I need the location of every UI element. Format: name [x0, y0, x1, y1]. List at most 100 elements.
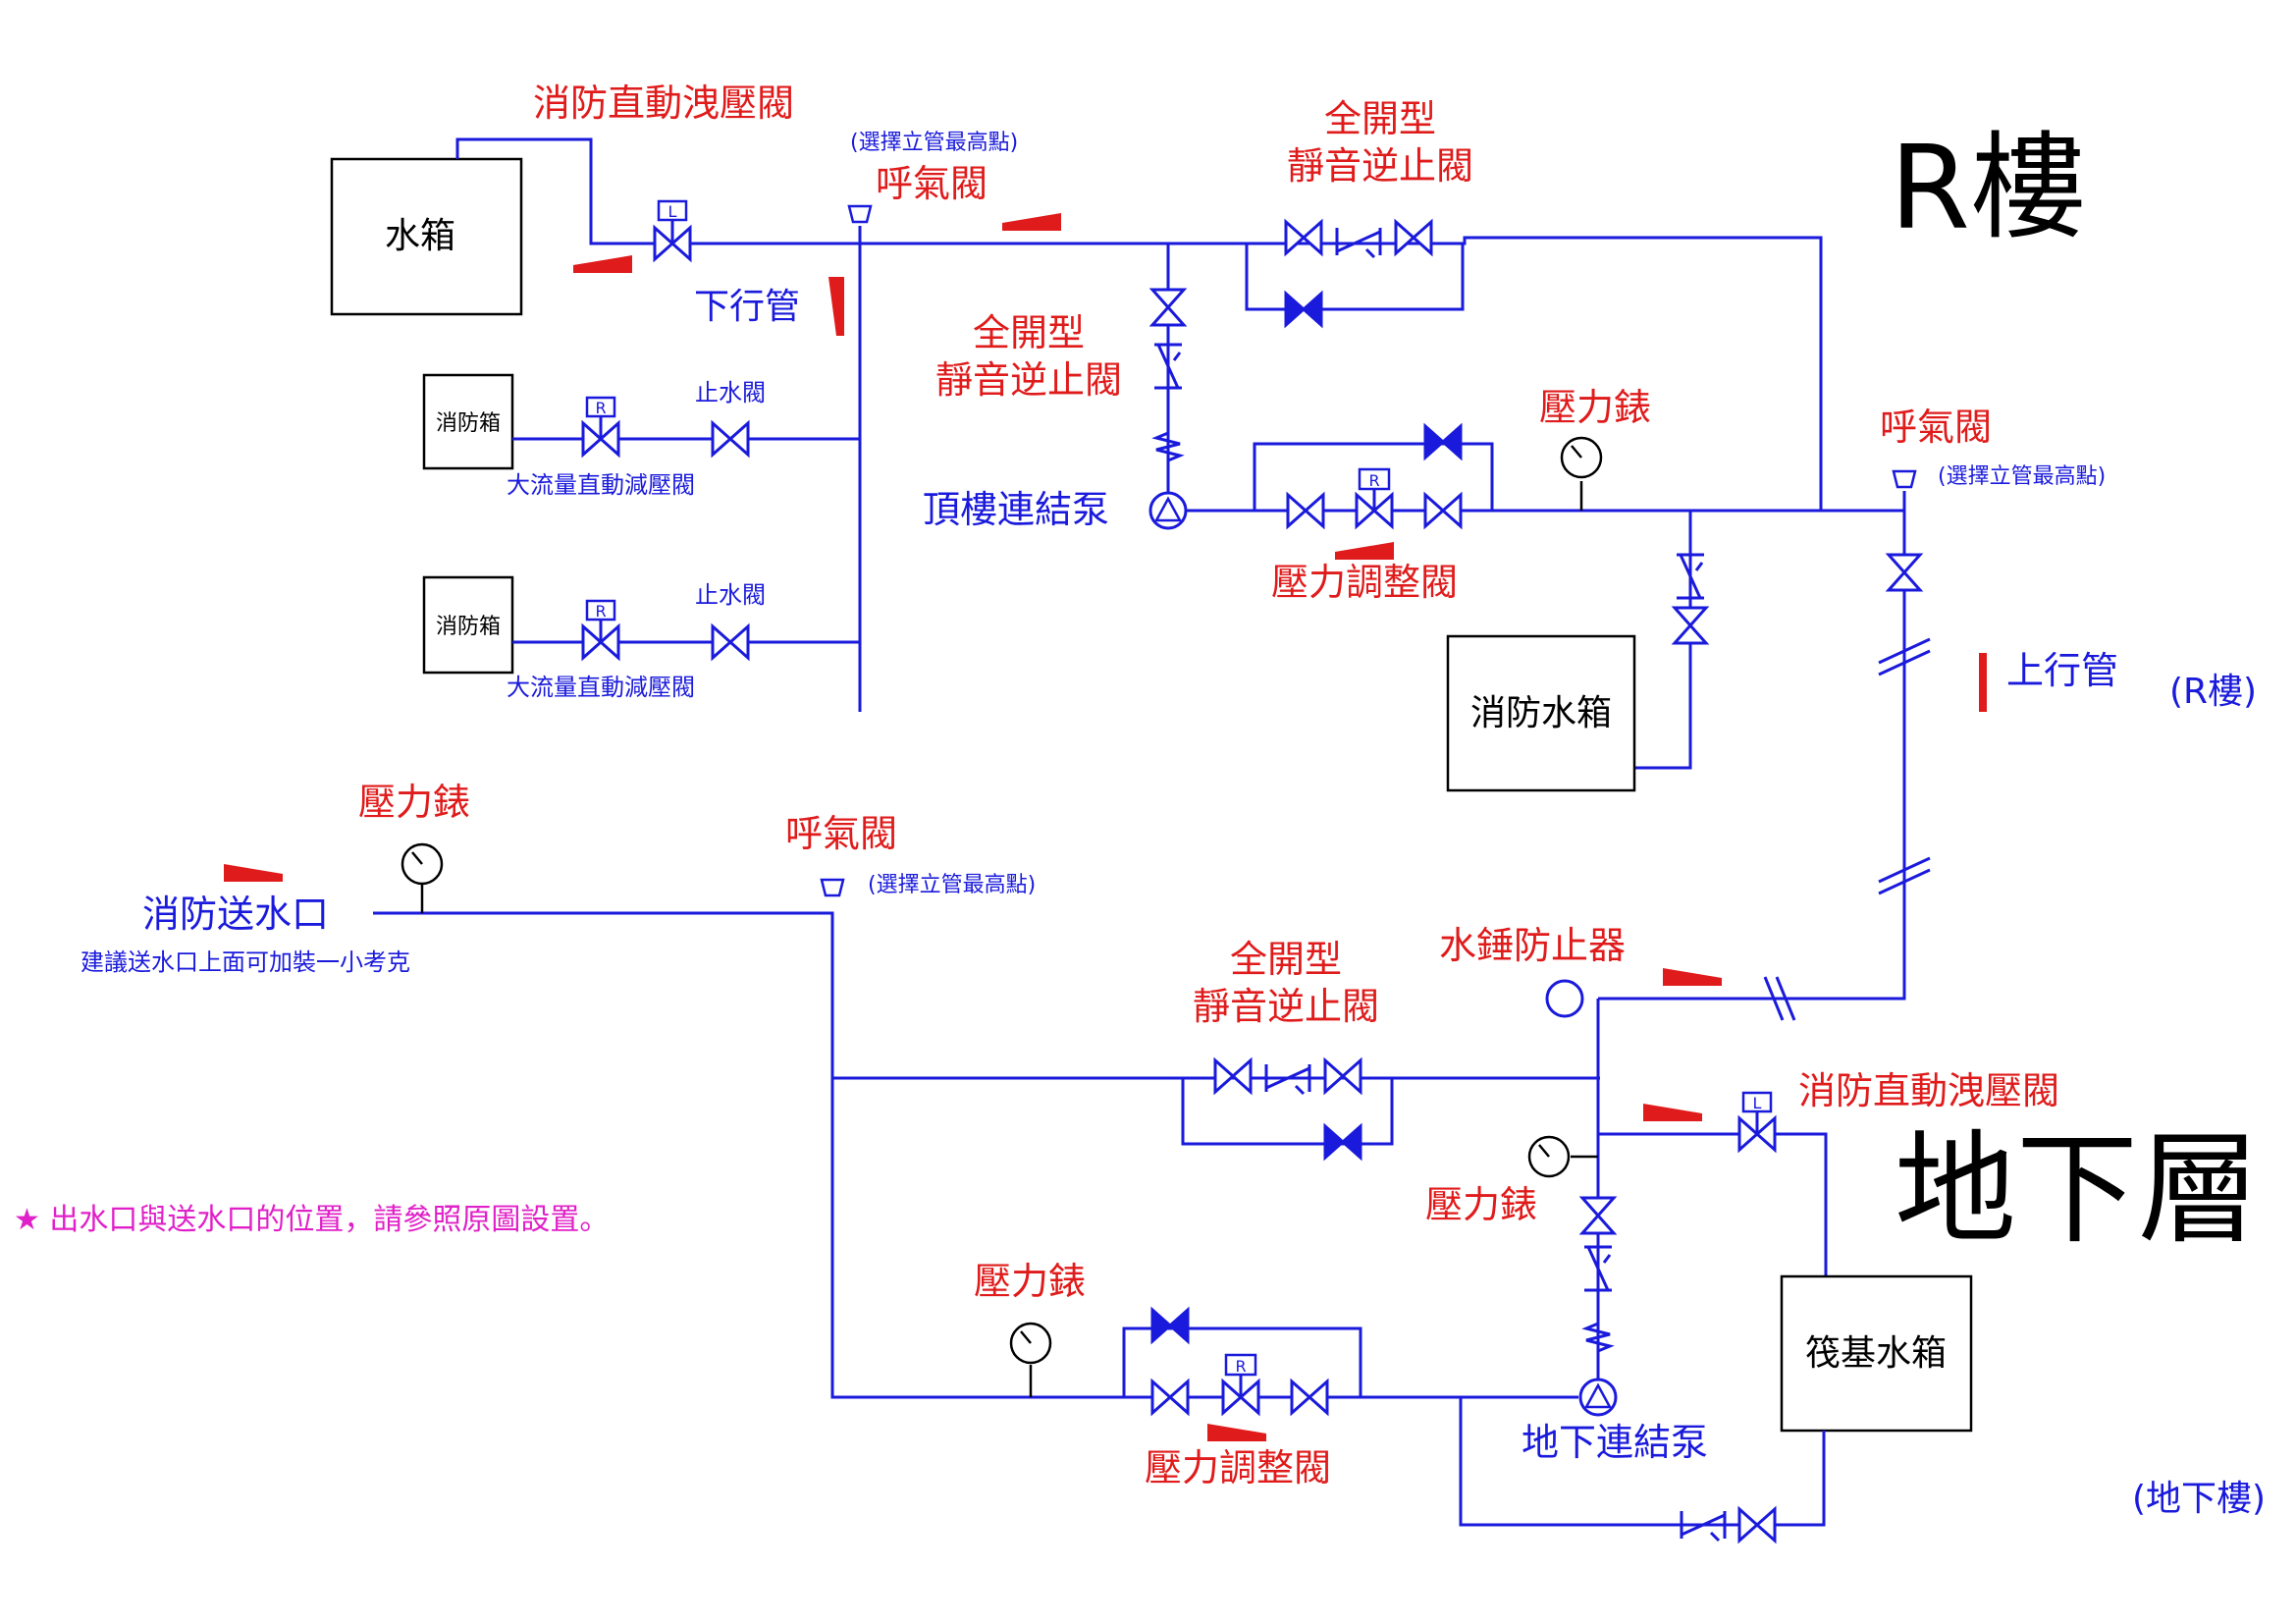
prv-box-1-letter: R — [595, 399, 606, 417]
stop-valve-1[interactable] — [711, 421, 750, 457]
gate-valve-raft[interactable] — [1737, 1507, 1777, 1543]
prv-roof-letter: R — [1368, 471, 1379, 490]
gate-valve-base-pump[interactable] — [1580, 1196, 1616, 1235]
gate-valve-top-a[interactable] — [1284, 220, 1323, 255]
zone-basement-paren: (地下樓) — [2132, 1479, 2266, 1519]
check-valve-base-label-1: 全開型 — [1230, 938, 1342, 981]
check-valve-mid-label-2: 靜音逆止閥 — [935, 358, 1122, 402]
relief-valve-basement-letter: L — [1753, 1094, 1762, 1112]
pressure-gauge-left-label: 壓力錶 — [974, 1260, 1086, 1303]
fire-box-1 — [422, 373, 514, 470]
prv-box-1[interactable]: R — [581, 396, 620, 457]
raft-water-tank — [1780, 1274, 1973, 1433]
air-vent-basement-note: (選擇立管最高點) — [868, 873, 1036, 897]
location-note: ★ 出水口與送水口的位置，請參照原圖設置。 — [14, 1203, 609, 1237]
pressure-reducing-valve-roof[interactable]: R — [1355, 467, 1394, 528]
flow-arrow-top-right — [1002, 213, 1061, 231]
pressure-gauge-basement-left — [1009, 1322, 1052, 1365]
basement-pump[interactable] — [1578, 1378, 1618, 1417]
gate-valve-adjust-base-bypass[interactable] — [1150, 1308, 1190, 1343]
check-valve-mid-label-1: 全開型 — [973, 311, 1085, 354]
downpipe-label: 下行管 — [694, 287, 800, 327]
prv-1-label: 大流量直動減壓閥 — [507, 471, 695, 499]
spring-roof-pump — [1154, 423, 1182, 470]
relief-valve-label: 消防直動洩壓閥 — [533, 81, 794, 125]
pressure-reducing-valve-basement[interactable]: R — [1221, 1353, 1260, 1415]
air-vent-roof-2-note: (選擇立管最高點) — [1938, 464, 2106, 489]
relief-valve-top[interactable]: L — [653, 199, 692, 261]
flow-arrow-up — [1979, 653, 1987, 712]
inlet-gauge-label: 壓力錶 — [358, 781, 470, 824]
flow-arrow-top-left — [573, 255, 632, 273]
basement-section: 壓力錶 消防送水口 建議送水口上面可加裝一小考克 呼氣閥 (選擇立管最高點) 全… — [80, 781, 2059, 1543]
flow-arrow-adjust — [1335, 542, 1394, 560]
gate-valve-base-b[interactable] — [1323, 1058, 1362, 1094]
pressure-adjust-label: 壓力調整閥 — [1271, 561, 1458, 604]
relief-valve-basement[interactable]: L — [1737, 1091, 1777, 1152]
water-tank — [330, 157, 523, 316]
check-valve-top-label-2: 靜音逆止閥 — [1287, 144, 1473, 188]
prv-box-2-letter: R — [595, 602, 606, 621]
prv-base-letter: R — [1235, 1357, 1246, 1376]
gate-valve-roof-pump[interactable] — [1150, 288, 1186, 327]
check-valve-base-label-2: 靜音逆止閥 — [1193, 985, 1379, 1028]
fire-box-1-label: 消防箱 — [436, 411, 501, 436]
inlet-label: 消防送水口 — [142, 893, 329, 936]
raft-tank-label: 筏基水箱 — [1805, 1333, 1947, 1374]
pressure-gauge-right-label: 壓力錶 — [1425, 1183, 1537, 1226]
flow-arrow-hammer — [1663, 968, 1722, 986]
flow-arrow-inlet — [224, 864, 283, 882]
gate-valve-adjust-bypass[interactable] — [1423, 424, 1463, 460]
pressure-gauge-inlet — [400, 842, 444, 886]
check-valve-top-label-1: 全開型 — [1324, 97, 1436, 140]
pressure-gauge-roof — [1560, 436, 1603, 479]
pressure-gauge-roof-label: 壓力錶 — [1539, 386, 1651, 429]
roof-pump-label: 頂樓連結泵 — [923, 488, 1109, 531]
pressure-gauge-basement-right — [1527, 1135, 1571, 1178]
zone-roof-title: R樓 — [1890, 120, 2086, 255]
prv-2-label: 大流量直動減壓閥 — [507, 674, 695, 701]
upriser-label: 上行管 — [2006, 649, 2118, 692]
gate-valve-top-bypass[interactable] — [1284, 292, 1323, 327]
flow-arrow-down — [828, 277, 844, 336]
gate-valve-base-bypass[interactable] — [1323, 1124, 1362, 1160]
flow-arrow-adjust-base — [1207, 1424, 1266, 1441]
pressure-adjust-base-label: 壓力調整閥 — [1145, 1446, 1331, 1489]
prv-box-2[interactable]: R — [581, 599, 620, 660]
gate-valve-fire-tank[interactable] — [1673, 606, 1708, 645]
spring-base-pump — [1584, 1314, 1612, 1361]
fire-box-2-label: 消防箱 — [436, 615, 501, 639]
zone-roof-paren: (R樓) — [2169, 672, 2257, 712]
gate-valve-adjust-a[interactable] — [1286, 493, 1325, 528]
air-vent-roof-1-label: 呼氣閥 — [876, 162, 988, 205]
relief-valve-basement-label: 消防直動洩壓閥 — [1798, 1069, 2059, 1112]
water-tank-label: 水箱 — [385, 216, 455, 256]
stop-valve-2-label: 止水閥 — [695, 581, 766, 609]
gate-valve-base-a[interactable] — [1213, 1058, 1253, 1094]
stop-valve-1-label: 止水閥 — [695, 379, 766, 406]
fire-water-tank — [1446, 634, 1636, 792]
water-hammer-label: 水錘防止器 — [1439, 924, 1626, 967]
air-vent-basement-label: 呼氣閥 — [785, 812, 897, 855]
gate-valve-riser[interactable] — [1887, 553, 1922, 592]
inlet-note: 建議送水口上面可加裝一小考克 — [80, 948, 410, 976]
roof-section: 水箱 L 消防直動洩壓閥 (選擇立管最高點) 呼氣閥 下行管 全開型 靜音逆止閥 — [330, 81, 2118, 1001]
roof-pump[interactable] — [1148, 491, 1188, 530]
gate-valve-adjust-b[interactable] — [1423, 493, 1463, 528]
air-vent-roof-1[interactable] — [847, 204, 873, 224]
zone-basement-title: 地下層 — [1895, 1119, 2260, 1261]
air-vent-roof-2-label: 呼氣閥 — [1880, 406, 1992, 449]
fire-water-tank-label: 消防水箱 — [1470, 693, 1612, 733]
gate-valve-adjust-base-b[interactable] — [1290, 1380, 1329, 1415]
gate-valve-top-b[interactable] — [1394, 220, 1433, 255]
air-vent-roof-1-note: (選擇立管最高點) — [850, 131, 1018, 155]
fire-box-2 — [422, 575, 514, 675]
relief-valve-letter: L — [668, 202, 677, 221]
flow-arrow-relief-base — [1643, 1104, 1702, 1121]
stop-valve-2[interactable] — [711, 624, 750, 660]
gate-valve-adjust-base-a[interactable] — [1150, 1380, 1190, 1415]
basement-pump-label: 地下連結泵 — [1522, 1421, 1708, 1464]
air-vent-roof-2[interactable] — [1892, 469, 1917, 489]
air-vent-basement[interactable] — [820, 878, 845, 897]
